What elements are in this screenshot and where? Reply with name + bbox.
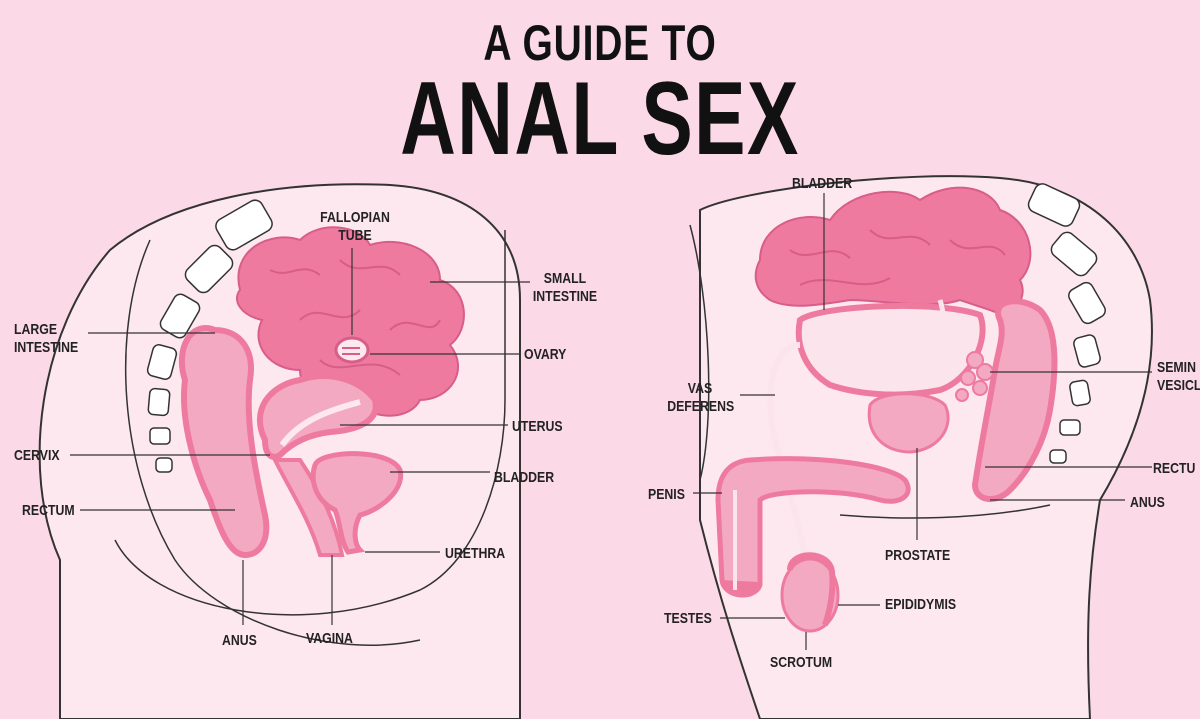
label-testes: TESTES	[664, 610, 712, 627]
male-vas-deferens	[767, 342, 808, 561]
label-anus-female: ANUS	[222, 632, 257, 649]
male-prostate	[867, 392, 950, 454]
label-bladder-male: BLADDER	[792, 175, 853, 192]
male-bladder	[795, 302, 986, 398]
label-penis: PENIS	[648, 486, 685, 503]
label-anus-male: ANUS	[1130, 494, 1165, 511]
label-urethra: URETHRA	[445, 545, 506, 562]
title-line-1: A GUIDE TO	[483, 15, 717, 71]
label-ovary: OVARY	[524, 346, 567, 363]
label-rectum-male: RECTU	[1153, 460, 1196, 477]
label-prostate: PROSTATE	[885, 547, 951, 564]
label-cervix: CERVIX	[14, 447, 60, 464]
label-fallopian-tube: FALLOPIAN TUBE	[320, 209, 390, 244]
label-vas-deferens: VAS DEFERENS	[667, 380, 735, 415]
male-anatomy	[689, 175, 1153, 719]
female-bladder	[310, 451, 404, 555]
female-large-intestine	[178, 325, 270, 559]
female-inner-line	[114, 230, 506, 616]
label-large-intestine: LARGE INTESTINE	[14, 321, 79, 356]
label-epididymis: EPIDIDYMIS	[885, 596, 957, 613]
male-seminal-vesicle	[955, 351, 994, 402]
male-spine	[1027, 183, 1106, 464]
label-bladder-female: BLADDER	[494, 469, 555, 486]
label-vagina: VAGINA	[306, 630, 353, 647]
label-scrotum: SCROTUM	[770, 654, 833, 671]
male-testes	[780, 557, 840, 633]
male-large-intestine	[971, 298, 1058, 502]
male-epididymis	[787, 552, 836, 626]
title-line-2: ANAL SEX	[400, 61, 800, 177]
label-small-intestine: SMALL INTESTINE	[532, 270, 598, 305]
female-small-intestine	[235, 226, 465, 417]
female-anatomy	[38, 183, 530, 719]
label-uterus: UTERUS	[512, 418, 563, 435]
female-ovary	[334, 336, 370, 364]
label-seminal-vesicle: SEMIN VESICL	[1157, 359, 1200, 394]
label-rectum-female: RECTUM	[22, 502, 75, 519]
